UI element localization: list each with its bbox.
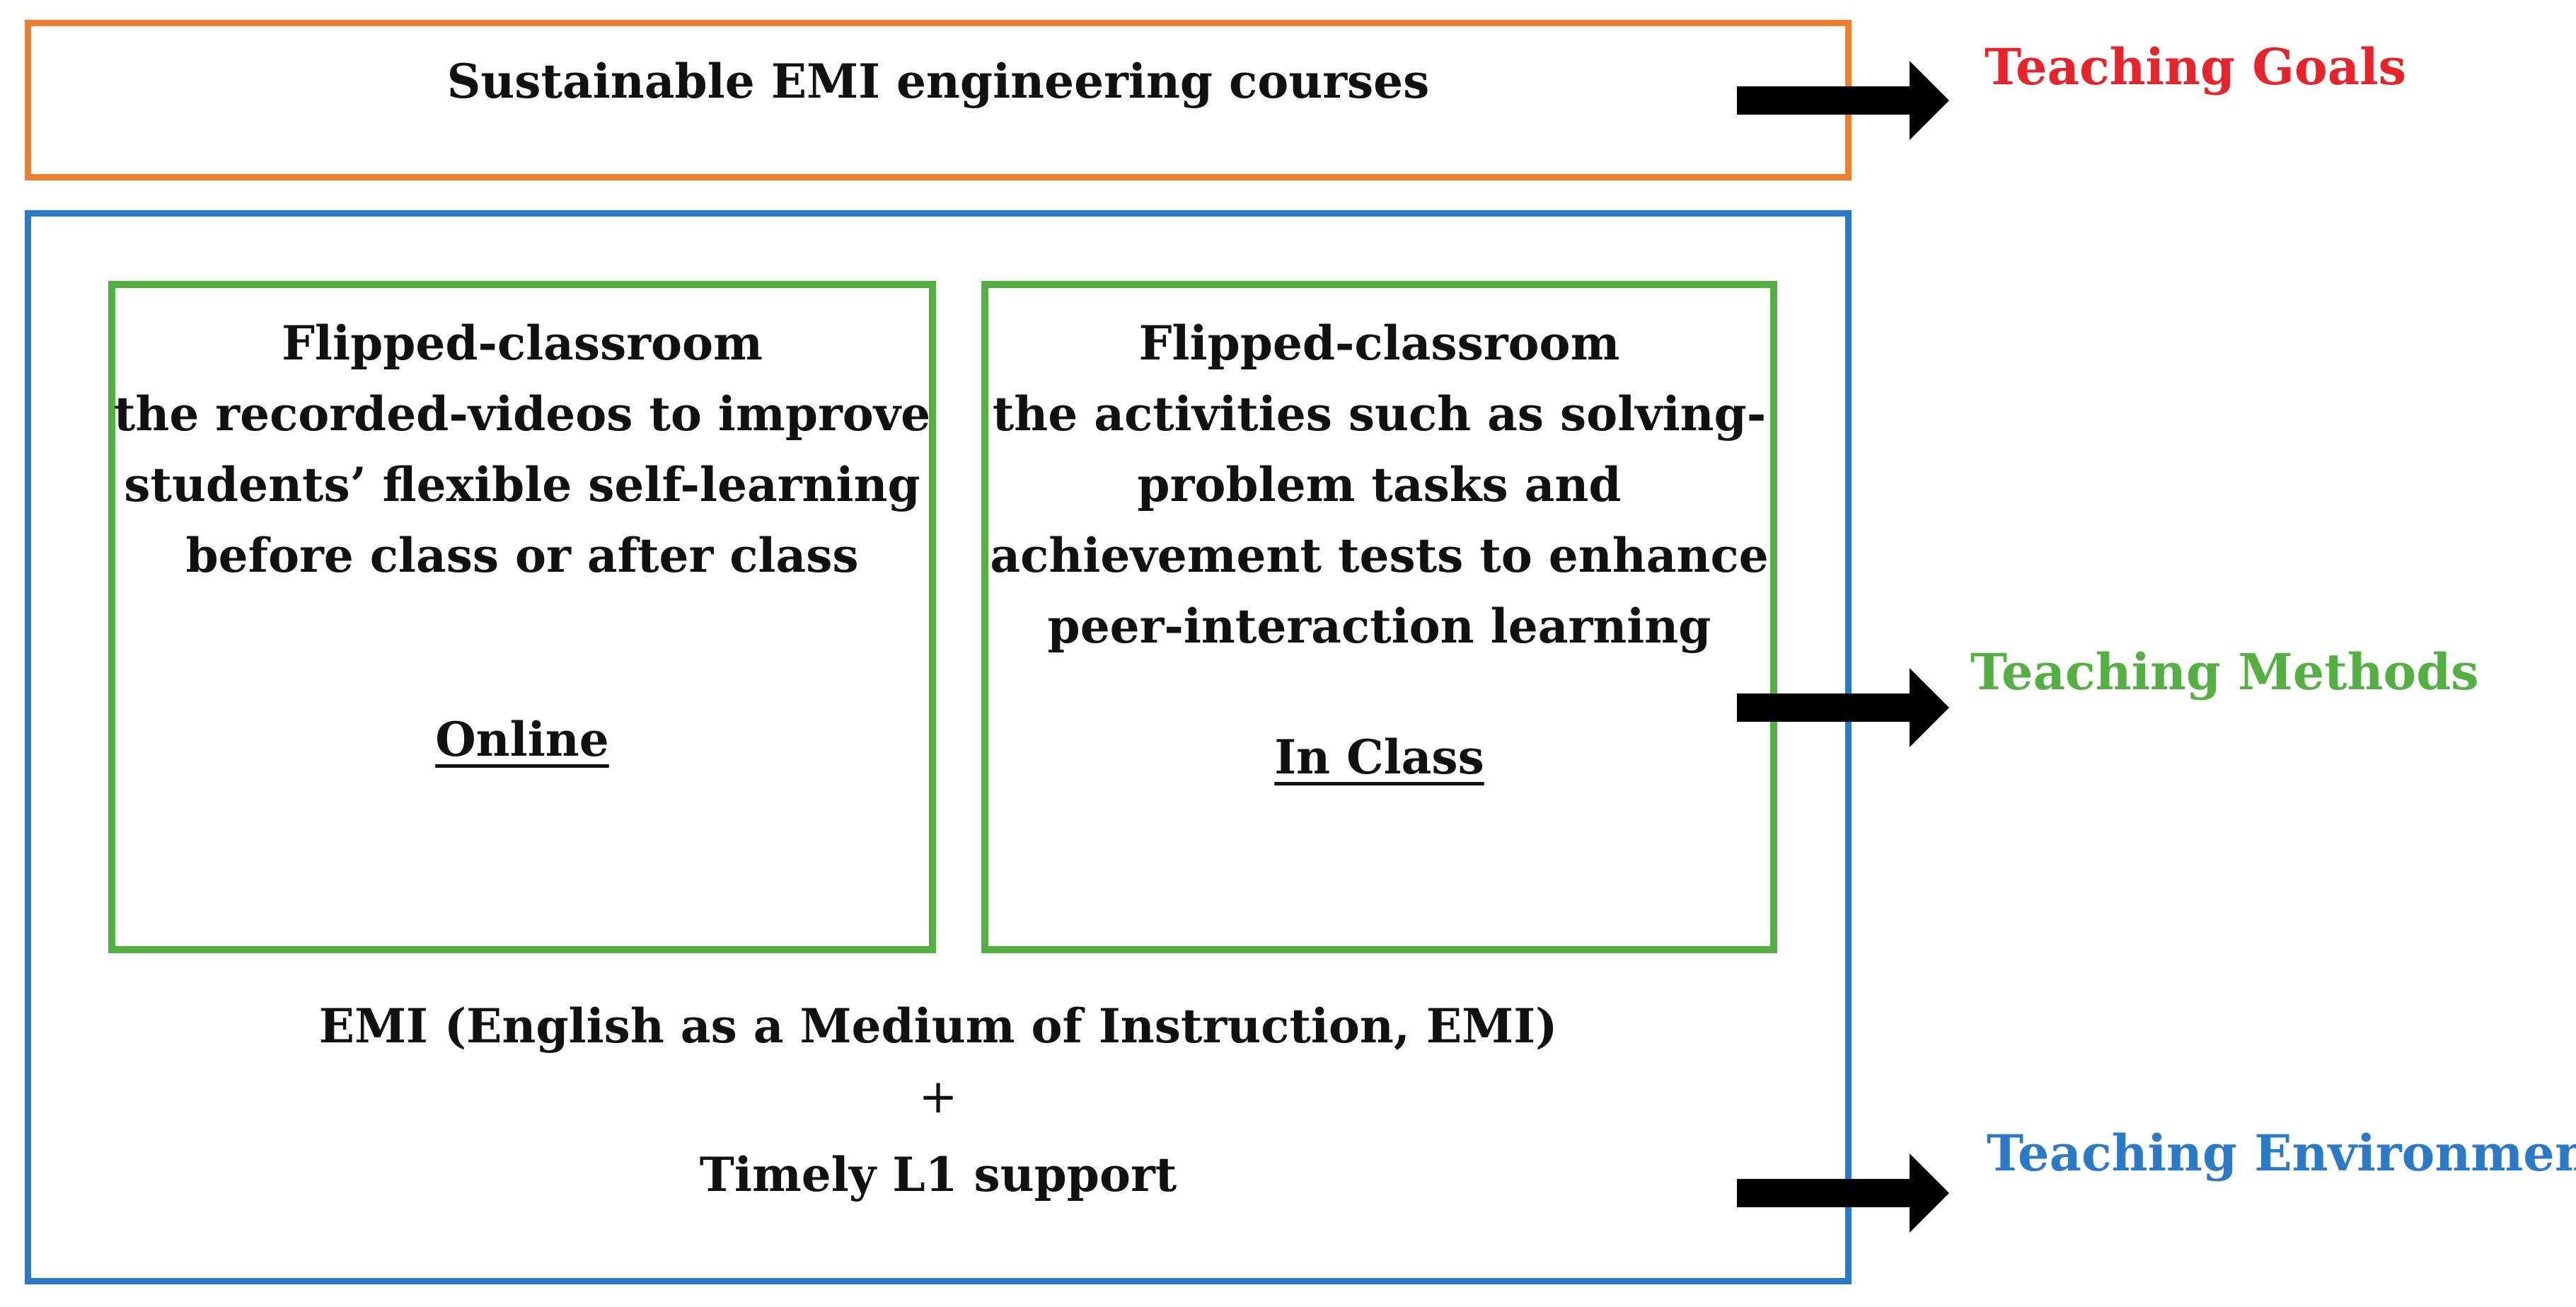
teaching-environment-box: [25, 210, 1852, 1284]
online-line-1: the recorded-videos to improve: [113, 386, 931, 442]
online-line-2: students’ flexible self-learning: [124, 457, 920, 512]
in-class-line-1: the activities such as solving-: [992, 386, 1767, 442]
in-class-line-3: achievement tests to enhance: [990, 528, 1769, 583]
in-class-title: Flipped-classroom: [1138, 316, 1620, 371]
environment-line-3: Timely L1 support: [699, 1147, 1177, 1202]
online-mode-label: Online: [435, 712, 609, 767]
in-class-mode-label: In Class: [1274, 730, 1484, 785]
teaching-environment-label: Teaching Environment: [1987, 1124, 2576, 1182]
environment-line-1: EMI (English as a Medium of Instruction,…: [318, 998, 1558, 1054]
in-class-method-box: [981, 281, 1777, 953]
arrow-right-icon: [1737, 1153, 1949, 1233]
environment-plus: +: [918, 1069, 958, 1124]
goals-text: Sustainable EMI engineering courses: [446, 54, 1430, 109]
arrow-right-icon: [1737, 61, 1949, 140]
teaching-goals-label: Teaching Goals: [1985, 38, 2407, 96]
arrow-right-icon: [1737, 668, 1949, 747]
online-line-3: before class or after class: [185, 528, 859, 583]
in-class-line-2: problem tasks and: [1137, 457, 1622, 512]
teaching-methods-label: Teaching Methods: [1970, 643, 2479, 701]
online-method-box: [108, 281, 936, 953]
online-title: Flipped-classroom: [282, 316, 763, 371]
in-class-line-4: peer-interaction learning: [1047, 599, 1711, 654]
